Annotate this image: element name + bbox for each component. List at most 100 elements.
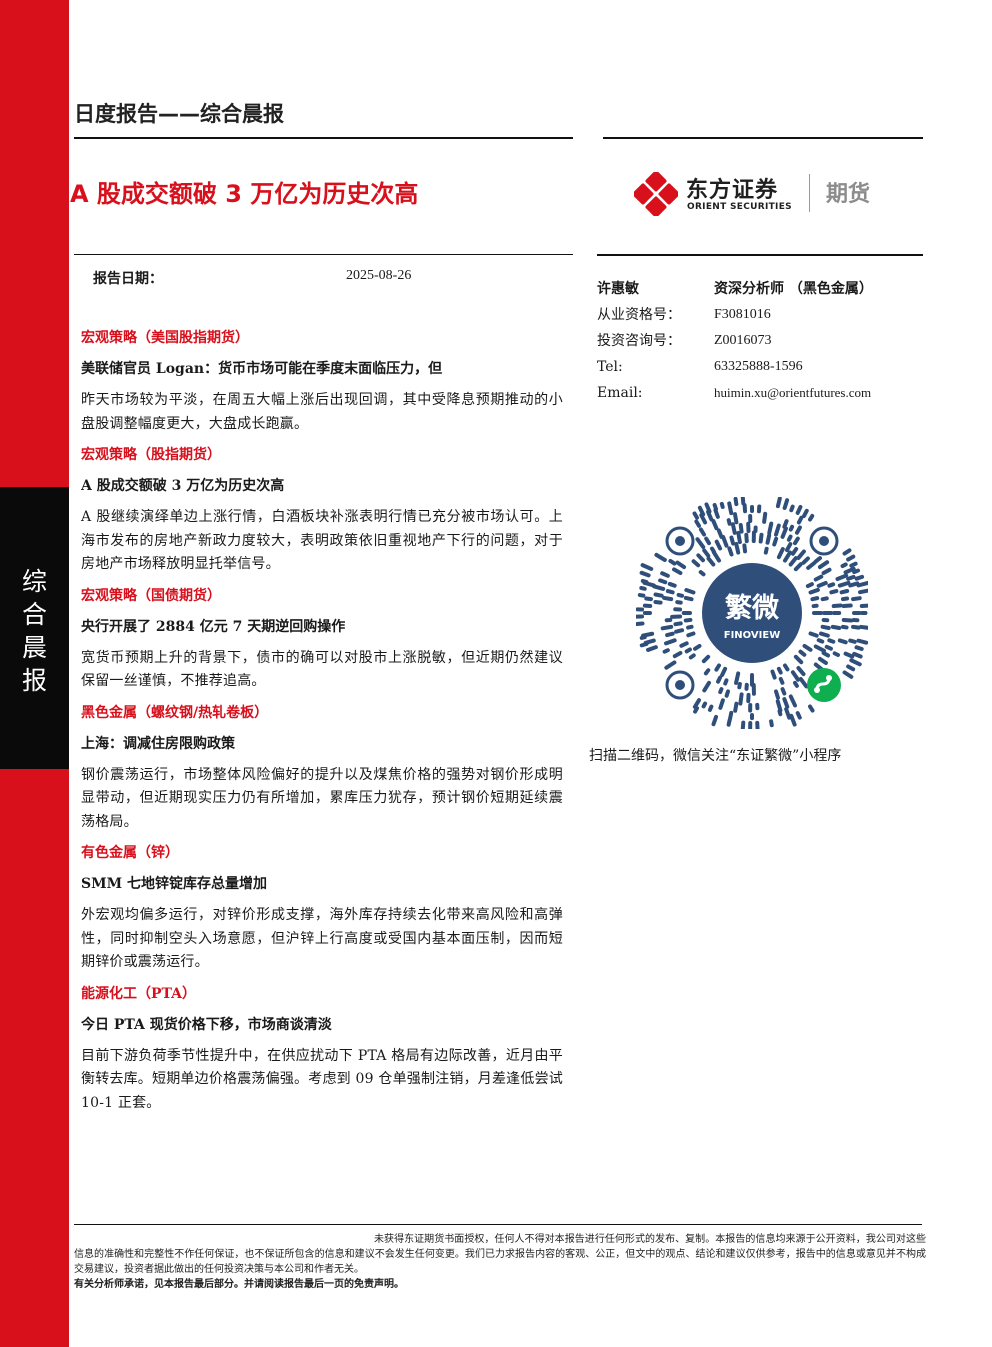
section-subheading: 美联储官员 Logan：货币市场可能在季度末面临压力，但 [81, 361, 443, 377]
section-macro-us-index: 宏观策略（美国股指期货） 美联储官员 Logan：货币市场可能在季度末面临压力，… [81, 326, 563, 436]
qr-module [849, 658, 862, 667]
qr-module [733, 497, 739, 507]
qr-module [637, 593, 646, 598]
qr-module [820, 596, 829, 602]
qr-module [675, 600, 683, 605]
qr-code-icon[interactable]: 繁微 FINOVIEW [636, 497, 868, 729]
qr-module [813, 574, 824, 582]
qr-module [691, 559, 701, 568]
qr-module [851, 624, 861, 630]
qr-module [738, 692, 744, 706]
qr-module [694, 519, 702, 528]
report-date-label: 报告日期： [93, 271, 163, 287]
qr-module [692, 511, 699, 520]
qr-module [859, 603, 868, 609]
analyst-name-row: 许惠敏 资深分析师 （黑色金属） [597, 276, 907, 302]
qr-module [777, 709, 783, 717]
qr-module [813, 556, 823, 564]
qr-module [640, 563, 654, 571]
section-subheading: 央行开展了 2884 亿元 7 天期逆回购操作 [81, 618, 346, 635]
analyst-row-label: 投资咨询号： [597, 333, 681, 349]
qr-module [807, 513, 815, 522]
section-heading: 能源化工（PTA） [81, 985, 197, 1002]
qr-module [774, 689, 780, 700]
qr-module [713, 508, 720, 519]
section-heading: 黑色金属（螺纹钢/热轧卷板） [81, 704, 269, 721]
qr-module [662, 648, 670, 654]
qr-module [763, 546, 769, 555]
qr-module [734, 671, 741, 685]
qr-module [824, 644, 833, 651]
qr-module [706, 556, 716, 567]
qr-module [859, 624, 868, 630]
qr-module [795, 504, 803, 515]
qr-module [817, 560, 830, 570]
section-body: 目前下游负荷季节性提升中，在供应扰动下 PTA 格局有边际改善，近月由平衡转去库… [81, 1047, 563, 1111]
qr-module [714, 539, 723, 551]
qr-module [794, 525, 802, 535]
qr-module [702, 548, 711, 558]
qr-module [801, 556, 810, 565]
analyst-row-label: 从业资格号： [597, 307, 681, 323]
qr-module [792, 536, 800, 546]
qr-module [818, 631, 830, 638]
qr-module [732, 512, 739, 525]
qr-module [830, 624, 842, 630]
qr-module [653, 599, 663, 605]
analyst-row-value: 63325888-1596 [714, 359, 803, 374]
qr-module [767, 521, 774, 535]
qr-module [827, 582, 836, 588]
qr-module [848, 581, 860, 588]
qr-module [808, 587, 820, 595]
analyst-email[interactable]: huimin.xu@orientfutures.com [714, 385, 872, 400]
qr-module [733, 701, 739, 713]
qr-module [775, 699, 783, 713]
qr-module [675, 560, 687, 570]
qr-module [639, 641, 649, 648]
qr-module [821, 567, 832, 576]
qr-module [775, 497, 782, 509]
qr-module [782, 550, 793, 563]
header-rule-left [74, 137, 573, 139]
page-title: A 股成交额破 3 万亿为历史次高 [70, 180, 419, 208]
qr-module [848, 638, 857, 644]
qr-module [840, 596, 850, 602]
qr-module [697, 505, 706, 517]
qr-module [639, 585, 647, 591]
qr-module [737, 681, 742, 690]
qr-module [796, 549, 806, 560]
qr-module [684, 588, 696, 595]
qr-module [841, 603, 853, 609]
qr-module [817, 656, 828, 665]
section-body: 外宏观均偏多运行，对锌价形成支撑，海外库存持续去化带来高风险和高弹性，同时抑制空… [81, 907, 563, 970]
qr-module [758, 532, 764, 544]
qr-module [729, 535, 736, 546]
qr-module [672, 650, 683, 659]
section-macro-bond: 宏观策略（国债期货） 央行开展了 2884 亿元 7 天期逆回购操作 宽货币预期… [81, 584, 563, 694]
qr-module [774, 523, 781, 537]
section-ferrous: 黑色金属（螺纹钢/热轧卷板） 上海：调减住房限购政策 钢价震荡运行，市场整体风险… [81, 701, 563, 835]
qr-module [712, 502, 719, 512]
qr-module [711, 518, 719, 531]
section-heading: 宏观策略（股指期货） [81, 447, 221, 463]
qr-module [716, 675, 723, 684]
section-subheading: 今日 PTA 现货价格下移，市场商谈清淡 [81, 1016, 332, 1033]
mini-program-icon [807, 668, 841, 702]
qr-module [856, 580, 868, 588]
qr-module [793, 562, 803, 572]
qr-module [788, 694, 797, 708]
qr-module [831, 603, 843, 609]
qr-module [692, 698, 702, 709]
qr-module [738, 523, 744, 534]
qr-module [693, 706, 699, 714]
qr-module [765, 533, 772, 545]
qr-module [802, 643, 813, 652]
qr-module [736, 530, 742, 545]
analyst-info: 许惠敏 资深分析师 （黑色金属） 从业资格号： F3081016 投资咨询号： … [597, 276, 907, 406]
qr-module [684, 647, 692, 654]
qr-module [820, 624, 831, 631]
qr-module [702, 680, 712, 693]
qr-module [688, 653, 696, 660]
section-body: A 股继续演绎单边上涨行情，白酒板块补涨表明行情已充分被市场认可。上海市发布的房… [81, 509, 563, 572]
qr-module [784, 542, 793, 553]
